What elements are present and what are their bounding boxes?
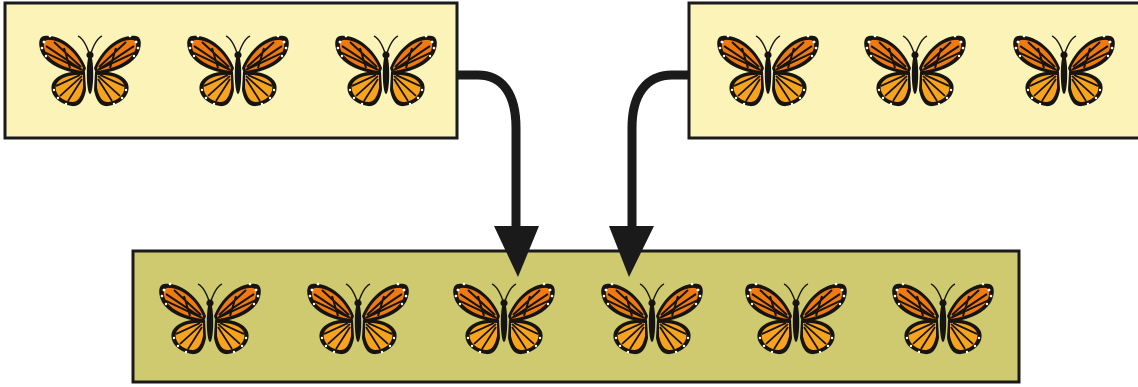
left-merge-arrow xyxy=(457,70,539,277)
right-merge-arrow xyxy=(609,70,689,277)
combined-group-box xyxy=(131,249,1021,384)
